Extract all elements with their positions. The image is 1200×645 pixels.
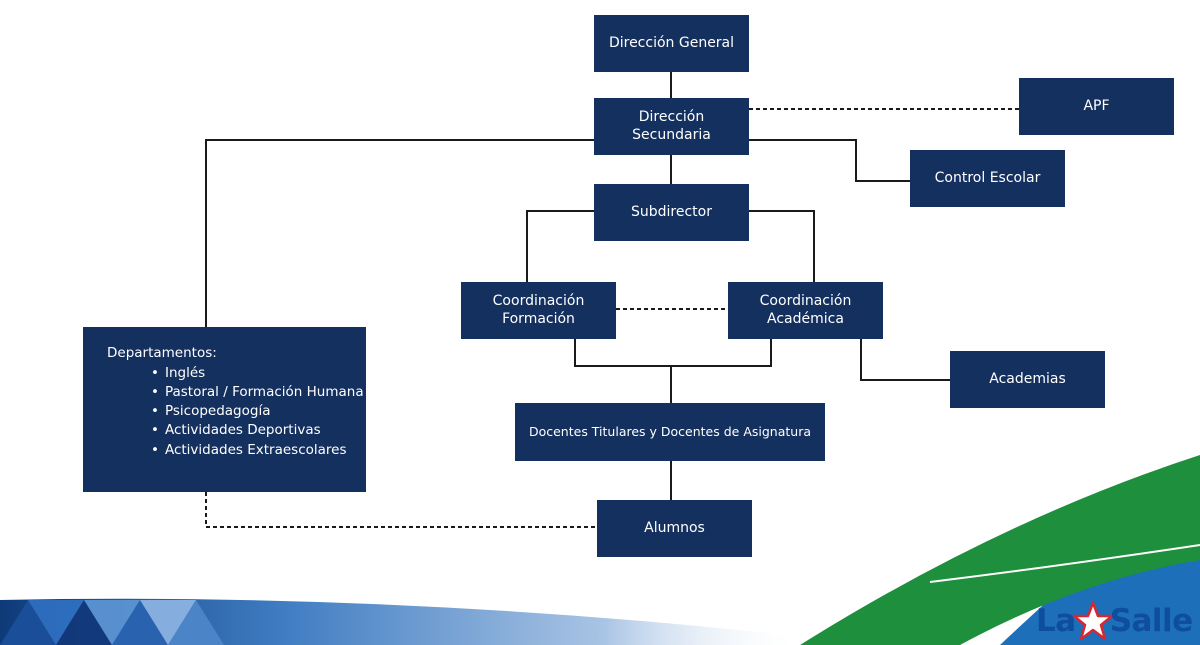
node-academias: Academias: [950, 351, 1105, 408]
departamentos-title: Departamentos:: [107, 345, 217, 361]
node-subdirector: Subdirector: [594, 184, 749, 241]
departamento-item: Inglés: [151, 364, 364, 383]
node-docentes: Docentes Titulares y Docentes de Asignat…: [515, 403, 825, 461]
la-salle-logo: La Salle: [1036, 598, 1196, 643]
departamento-item: Actividades Extraescolares: [151, 441, 364, 460]
departamento-item: Actividades Deportivas: [151, 421, 364, 440]
node-departamentos: Departamentos: Inglés Pastoral / Formaci…: [83, 327, 366, 492]
node-label: Subdirector: [631, 203, 712, 220]
node-label: Control Escolar: [934, 169, 1041, 186]
node-label: Docentes Titulares y Docentes de Asignat…: [528, 424, 812, 440]
node-control-escolar: Control Escolar: [910, 150, 1065, 207]
node-label-line-2: Académica: [767, 310, 844, 327]
node-label-line-1: Coordinación: [492, 293, 585, 309]
node-direccion-general: Dirección General: [594, 15, 749, 72]
node-alumnos: Alumnos: [597, 500, 752, 557]
departamento-item: Psicopedagogía: [151, 402, 364, 421]
bottom-left-triangle-pattern: [0, 600, 224, 645]
node-coordinacion-academica: Coordinación Académica: [728, 282, 883, 339]
node-label: Alumnos: [644, 519, 705, 536]
node-label: Dirección General: [608, 34, 735, 51]
node-label: APF: [1083, 97, 1110, 114]
node-label: Academias: [989, 370, 1066, 387]
node-label-line-2: Formación: [502, 310, 575, 327]
bottom-right-green-band: [800, 455, 1200, 645]
departamento-item: Pastoral / Formación Humana: [151, 383, 364, 402]
node-apf: APF: [1019, 78, 1174, 135]
bottom-right-white-stripe: [929, 544, 1200, 583]
logo-text-left: La: [1036, 602, 1076, 639]
departamentos-list: Inglés Pastoral / Formación Humana Psico…: [107, 364, 364, 460]
logo-text-right: Salle: [1109, 602, 1194, 639]
node-label: Dirección Secundaria: [632, 109, 711, 143]
node-direccion-secundaria: Dirección Secundaria: [594, 98, 749, 155]
node-label-line-1: Coordinación: [759, 293, 852, 309]
node-coordinacion-formacion: Coordinación Formación: [461, 282, 616, 339]
star-icon: [1072, 601, 1113, 640]
